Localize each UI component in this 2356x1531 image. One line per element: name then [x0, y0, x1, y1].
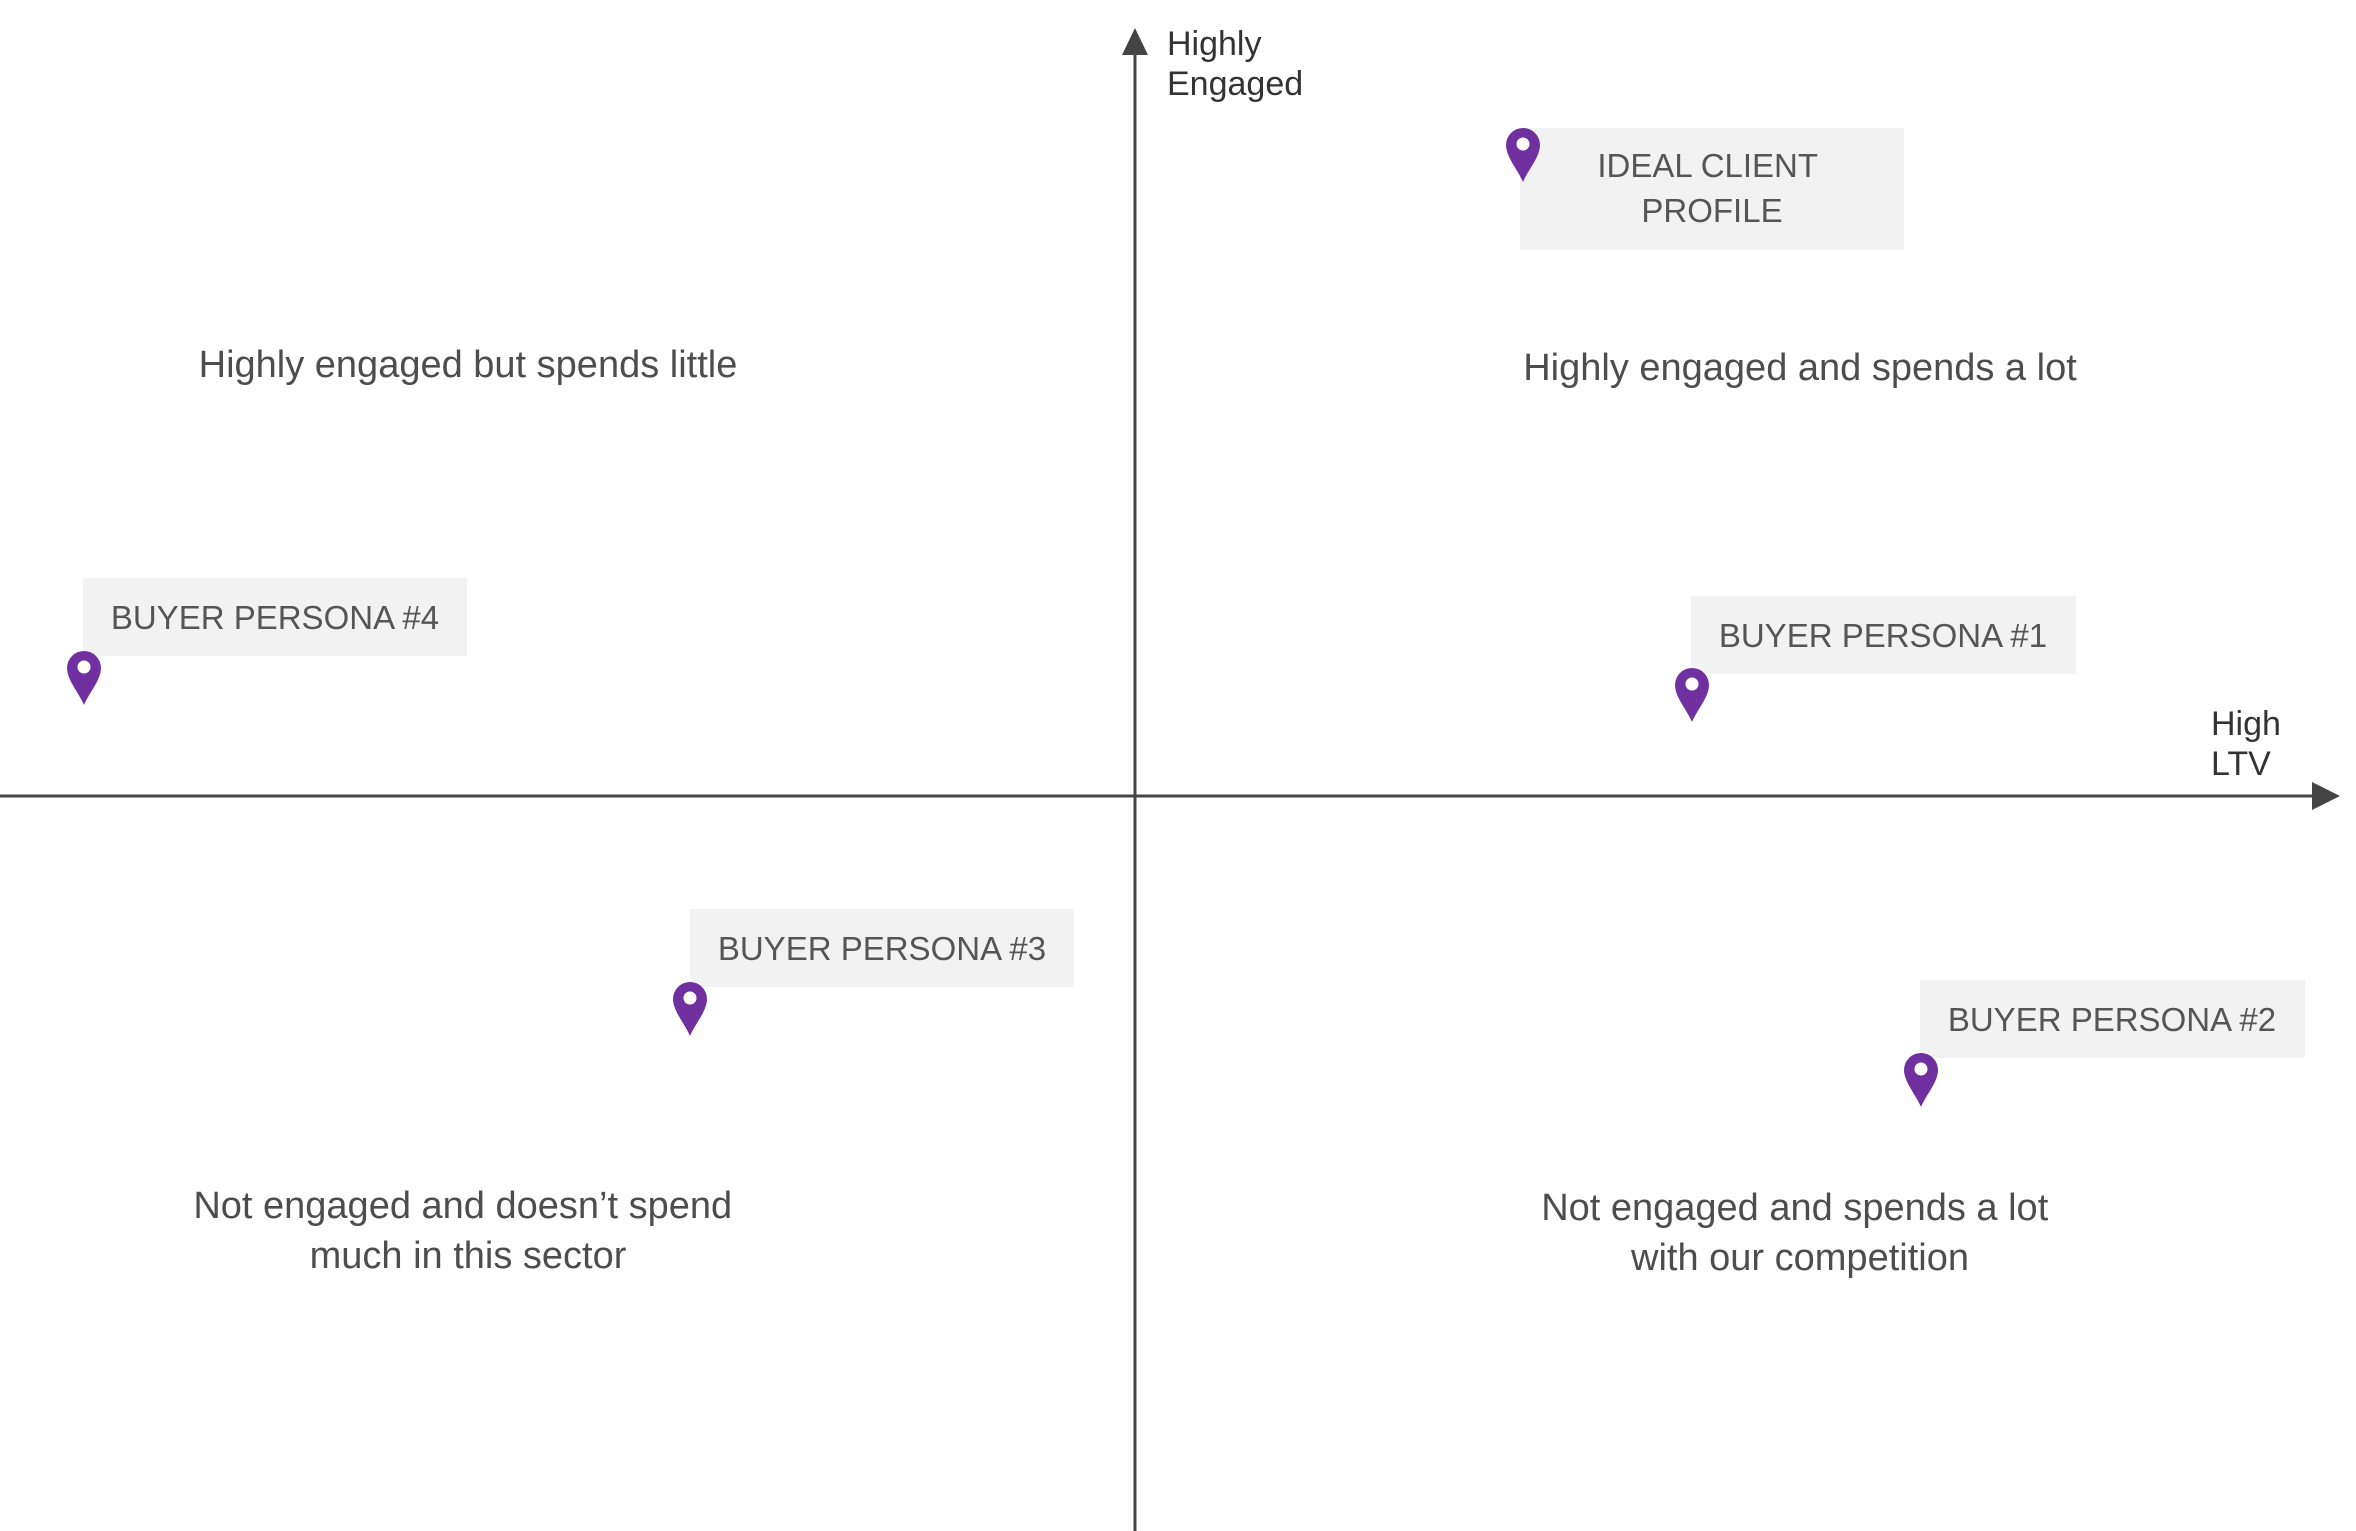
x-axis-label: High LTV [2211, 705, 2290, 783]
quadrant-top-left-line-1: Highly engaged but spends little [199, 344, 738, 386]
marker-buyer-persona-3[interactable]: BUYER PERSONA #3 [673, 909, 1074, 1036]
marker-buyer-persona-1[interactable]: BUYER PERSONA #1 [1675, 596, 2076, 722]
marker-label-line-1: IDEAL CLIENT [1597, 147, 1818, 184]
axes: Highly Engaged High LTV [0, 25, 2340, 1531]
marker-buyer-persona-4[interactable]: BUYER PERSONA #4 [67, 578, 467, 705]
marker-label-box [83, 578, 467, 656]
marker-label-box [690, 909, 1074, 987]
quadrant-bottom-right-line-2: with our competition [1630, 1237, 1969, 1279]
map-pin-icon [67, 651, 101, 705]
quadrant-bottom-left-line-2: much in this sector [310, 1235, 627, 1277]
quadrant-top-right: Highly engaged and spends a lot [1523, 347, 2077, 389]
map-pin-icon [1675, 668, 1709, 722]
marker-label-line-1: BUYER PERSONA #3 [718, 930, 1046, 967]
marker-label: BUYER PERSONA #3 [718, 930, 1046, 967]
map-pin-icon [673, 982, 707, 1036]
marker-label: BUYER PERSONA #4 [111, 599, 439, 636]
y-axis-arrow [1122, 28, 1148, 55]
quadrant-descriptions: Highly engaged but spends little Highly … [193, 344, 2077, 1279]
quadrant-bottom-left-line-1: Not engaged and doesn’t spend [193, 1185, 732, 1227]
x-axis-label-line-1: High [2211, 705, 2281, 743]
quadrant-top-right-line-1: Highly engaged and spends a lot [1523, 347, 2077, 389]
map-pin-icon [1904, 1053, 1938, 1107]
quadrant-bottom-right: Not engaged and spends a lot with our co… [1541, 1187, 2059, 1279]
markers: IDEAL CLIENT PROFILE BUYER PERSONA #1 [67, 128, 2305, 1107]
quadrant-bottom-left: Not engaged and doesn’t spend much in th… [193, 1185, 742, 1277]
y-axis-label-line-1: Highly [1167, 25, 1261, 63]
quadrant-top-left: Highly engaged but spends little [199, 344, 738, 386]
marker-label-line-1: BUYER PERSONA #2 [1948, 1001, 2276, 1038]
marker-label-box [1691, 596, 2076, 674]
marker-ideal-client-profile[interactable]: IDEAL CLIENT PROFILE [1506, 128, 1904, 250]
marker-label: BUYER PERSONA #2 [1948, 1001, 2276, 1038]
x-axis-label-line-2: LTV [2211, 745, 2271, 783]
marker-label: BUYER PERSONA #1 [1719, 617, 2047, 654]
marker-label-line-1: BUYER PERSONA #4 [111, 599, 439, 636]
y-axis-label-line-2: Engaged [1167, 65, 1303, 103]
marker-label-line-2: PROFILE [1641, 192, 1782, 229]
y-axis-label: Highly Engaged [1167, 25, 1303, 103]
marker-label-box [1920, 980, 2305, 1058]
marker-buyer-persona-2[interactable]: BUYER PERSONA #2 [1904, 980, 2305, 1107]
quadrant-bottom-right-line-1: Not engaged and spends a lot [1541, 1187, 2049, 1229]
marker-label-line-1: BUYER PERSONA #1 [1719, 617, 2047, 654]
x-axis-arrow [2312, 782, 2340, 810]
marker-label: IDEAL CLIENT PROFILE [1597, 147, 1826, 229]
map-pin-icon [1506, 128, 1540, 182]
marker-label-box [1520, 128, 1904, 250]
